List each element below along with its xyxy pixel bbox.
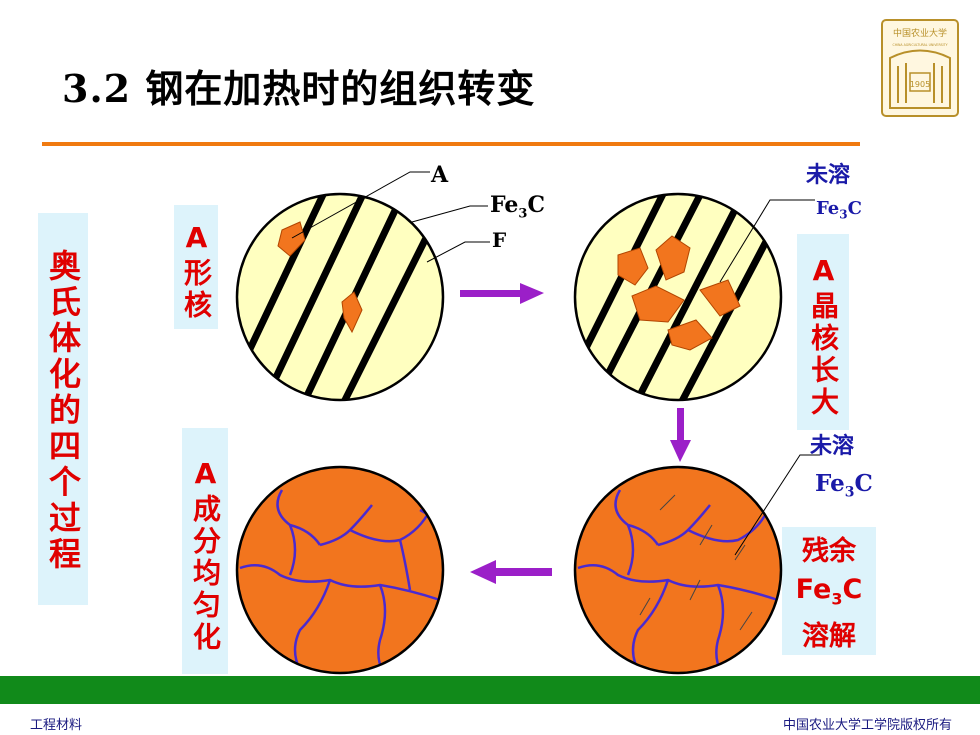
austenite-grain: [655, 235, 691, 281]
stage-4-line-2: Fe3C: [795, 574, 863, 609]
logo-subtext: CHINA AGRICULTURAL UNIVERSITY: [892, 43, 947, 47]
austenite-grain: [667, 319, 713, 351]
label-fe3c: Fe3C: [490, 192, 545, 222]
stage-4-line-3: 溶解: [802, 621, 856, 653]
stage-1-label: A形核: [174, 205, 218, 329]
arrow-down: [670, 408, 691, 462]
micro-growth: [573, 192, 783, 402]
micro-homogenization: [235, 465, 445, 675]
footer-course: 工程材料: [30, 718, 83, 733]
footer-copyright: 中国农业大学工学院版权所有: [782, 718, 952, 733]
label-undissolved-1: 未溶: [806, 162, 851, 188]
logo-name: 中国农业大学: [893, 27, 947, 39]
grain-boundaries: [577, 489, 779, 673]
process-arrows: [460, 283, 691, 584]
logo-year: 1905: [910, 80, 930, 89]
leader-lines: [291, 171, 820, 556]
label-fe3c-3: Fe3C: [815, 470, 873, 501]
stage-2-label: A晶核长大: [797, 234, 849, 430]
stage-4-label: 残余 Fe3C 溶解: [782, 527, 876, 655]
austenite-nucleus: [277, 221, 306, 257]
page-title: 3.2 钢在加热时的组织转变: [62, 66, 536, 111]
footer-bar: [0, 676, 980, 704]
arrow-right: [460, 283, 544, 304]
residual-cementite: [639, 494, 753, 631]
label-fe3c-2: Fe3C: [816, 198, 862, 222]
austenite-grain: [617, 247, 649, 286]
stage-3-label: A成分均匀化: [182, 428, 228, 674]
label-austenite: A: [431, 162, 449, 188]
process-title-label: 奥氏体化的四个过程: [38, 213, 88, 605]
micro-carbide-dissolution: [573, 465, 783, 675]
stage-4-line-1: 残余: [802, 536, 856, 567]
university-logo: 1905 中国农业大学 CHINA AGRICULTURAL UNIVERSIT…: [881, 19, 959, 117]
austenite-grain: [699, 279, 741, 317]
austenite-grain: [631, 285, 685, 323]
micro-nucleation: [235, 192, 445, 402]
label-ferrite: F: [492, 228, 507, 252]
arrow-left: [470, 560, 552, 584]
austenite-nucleus: [341, 291, 363, 334]
title-divider: [42, 142, 860, 146]
label-undissolved-2: 未溶: [810, 433, 855, 459]
